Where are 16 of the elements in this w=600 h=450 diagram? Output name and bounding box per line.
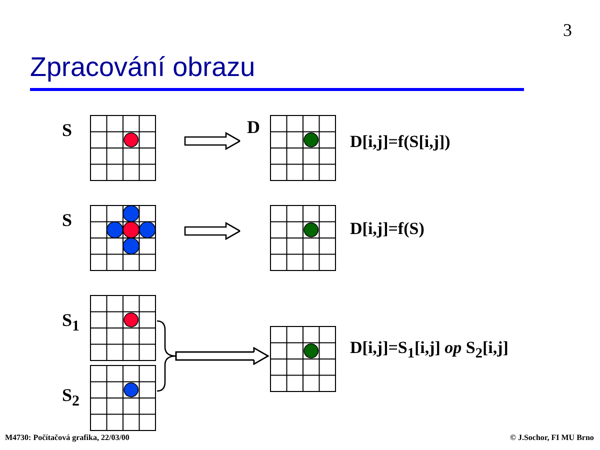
pixel-grid: [270, 205, 336, 271]
grid-label: S: [62, 120, 72, 141]
hollow-arrow: [184, 222, 242, 240]
formula-text: D[i,j]=S$_{1}$[i,j] op S$_{2}$[i,j]: [350, 338, 508, 362]
grid-label: D: [247, 117, 260, 138]
formula-text: D[i,j]=f(S): [350, 219, 424, 239]
slide-title: Zpracování obrazu: [30, 52, 256, 83]
hollow-arrow: [184, 132, 242, 150]
pixel-grid: [270, 326, 336, 392]
grid-label: S$_{1}$: [62, 310, 80, 336]
footer-text: © J.Sochor, FI MU Brno: [510, 433, 594, 442]
brace-arrow: [156, 347, 269, 392]
formula-text: D[i,j]=f(S[i,j]): [350, 132, 450, 152]
grid-label: S$_{2}$: [62, 385, 80, 411]
grid-label: S: [62, 210, 72, 231]
page-number: 3: [563, 20, 572, 41]
